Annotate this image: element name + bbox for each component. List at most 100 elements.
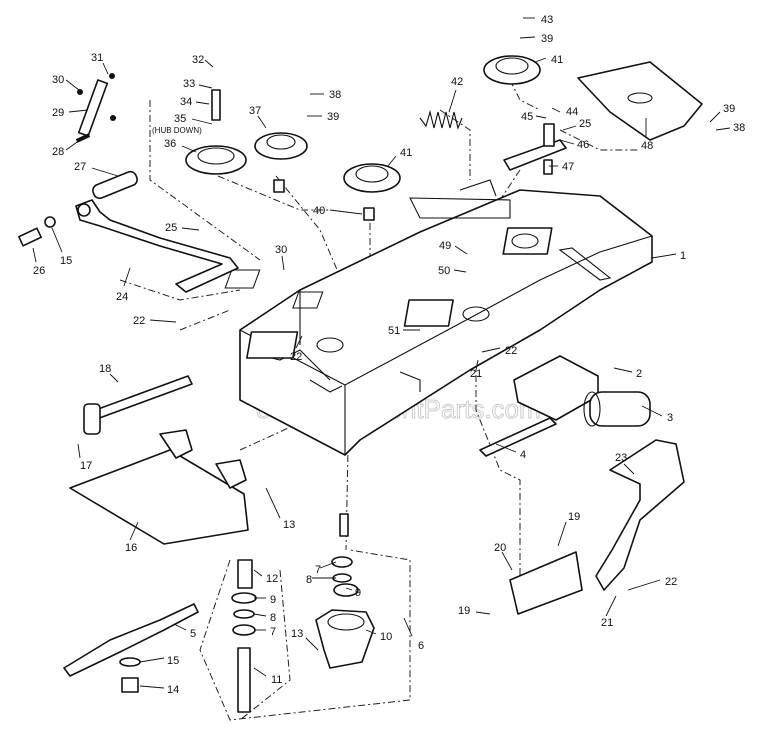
callout-c42: 42 bbox=[451, 76, 463, 88]
callout-c15b: 15 bbox=[167, 655, 179, 667]
leader-line-c28 bbox=[65, 139, 81, 151]
callout-c46: 46 bbox=[577, 139, 589, 151]
leader-line-c41a bbox=[534, 57, 547, 63]
leader-line-c29 bbox=[68, 109, 89, 113]
callout-c19a: 19 bbox=[568, 511, 580, 523]
callout-c5: 5 bbox=[190, 628, 196, 640]
callout-c30b: 30 bbox=[275, 244, 287, 256]
callout-c49: 49 bbox=[439, 240, 451, 252]
hub-down-note: (HUB DOWN) bbox=[152, 126, 202, 135]
callout-c22c: 22 bbox=[505, 345, 517, 357]
callout-c28: 28 bbox=[52, 146, 64, 158]
callout-c21a: 21 bbox=[470, 368, 482, 380]
callout-c34: 34 bbox=[180, 96, 192, 108]
callout-c9b: 9 bbox=[270, 594, 276, 606]
leader-line-c13a bbox=[265, 487, 281, 519]
leader-line-c16 bbox=[129, 521, 139, 541]
leader-line-c22d bbox=[627, 579, 661, 591]
leader-line-c15b bbox=[139, 657, 165, 663]
spring bbox=[419, 109, 463, 130]
leader-line-c30b bbox=[281, 255, 285, 271]
callout-c41a: 41 bbox=[551, 54, 563, 66]
callout-c1: 1 bbox=[680, 250, 686, 262]
blade bbox=[63, 603, 199, 693]
callout-c19b: 19 bbox=[458, 605, 470, 617]
lift-arm bbox=[75, 170, 239, 293]
callout-c18: 18 bbox=[99, 363, 111, 375]
leader-line-c45 bbox=[535, 115, 547, 119]
leader-line-c35 bbox=[191, 118, 213, 125]
callout-c50: 50 bbox=[438, 265, 450, 277]
leader-line-c19b bbox=[475, 611, 491, 615]
callout-c38a: 38 bbox=[329, 89, 341, 101]
leader-line-c2 bbox=[613, 367, 633, 373]
callout-c35: 35 bbox=[174, 113, 186, 125]
callout-c15a: 15 bbox=[60, 255, 72, 267]
leader-line-c40 bbox=[329, 209, 363, 215]
callout-c38b: 38 bbox=[733, 122, 745, 134]
leader-line-c37 bbox=[257, 115, 267, 129]
callout-c41b: 41 bbox=[400, 147, 412, 159]
callout-c25b: 25 bbox=[165, 222, 177, 234]
callout-c48: 48 bbox=[641, 140, 653, 152]
leader-line-c31 bbox=[102, 62, 109, 75]
callout-c27: 27 bbox=[74, 161, 86, 173]
callout-c22d: 22 bbox=[665, 576, 677, 588]
leader-line-c46 bbox=[559, 139, 575, 145]
leader-line-c39c bbox=[709, 111, 721, 123]
leader-line-c42 bbox=[448, 89, 457, 113]
leader-line-c14 bbox=[139, 685, 165, 689]
leader-line-c15a bbox=[51, 227, 63, 253]
leader-line-c22a bbox=[149, 319, 177, 323]
callout-c4: 4 bbox=[520, 449, 526, 461]
leader-line-c24 bbox=[123, 267, 131, 287]
callout-c31: 31 bbox=[91, 52, 103, 64]
callout-c13b: 13 bbox=[291, 628, 303, 640]
leader-line-c3 bbox=[641, 405, 663, 417]
callout-c25a: 25 bbox=[579, 118, 591, 130]
leader-line-c27 bbox=[91, 167, 119, 177]
pulleys bbox=[185, 55, 541, 221]
callout-c9a: 9 bbox=[355, 587, 361, 599]
rod bbox=[83, 375, 193, 435]
spindle-assembly bbox=[231, 513, 375, 713]
callout-c40: 40 bbox=[313, 205, 325, 217]
leader-line-c26 bbox=[32, 247, 37, 263]
callout-c29: 29 bbox=[52, 107, 64, 119]
leader-line-c39a bbox=[519, 36, 536, 39]
leader-line-c22b bbox=[295, 335, 303, 349]
leader-line-c6 bbox=[403, 617, 413, 637]
leader-line-c17 bbox=[77, 443, 81, 459]
leader-line-c13b bbox=[305, 637, 319, 651]
leader-line-c10 bbox=[365, 629, 377, 635]
callout-c37: 37 bbox=[249, 105, 261, 117]
baffle bbox=[69, 429, 249, 545]
callout-c12: 12 bbox=[266, 573, 278, 585]
callout-c2: 2 bbox=[636, 368, 642, 380]
leader-line-c33 bbox=[198, 84, 213, 89]
leader-line-c19a bbox=[557, 521, 567, 547]
callout-c22a: 22 bbox=[133, 315, 145, 327]
leader-line-c8b bbox=[253, 613, 267, 617]
leader-line-c21a bbox=[475, 359, 479, 371]
callout-c14: 14 bbox=[167, 684, 179, 696]
leader-line-c25b bbox=[181, 227, 200, 231]
leader-line-c9a bbox=[345, 587, 353, 591]
callout-c30a: 30 bbox=[52, 74, 64, 86]
callout-c21b: 21 bbox=[601, 617, 613, 629]
callout-c43: 43 bbox=[541, 14, 553, 26]
leader-line-c22c bbox=[481, 347, 501, 353]
leader-line-c34 bbox=[195, 101, 210, 105]
callout-c51: 51 bbox=[388, 325, 400, 337]
deck-shell bbox=[224, 179, 653, 456]
leader-line-c20 bbox=[501, 551, 513, 571]
leader-line-c4 bbox=[495, 443, 517, 453]
leader-line-c21b bbox=[605, 595, 617, 617]
leader-line-c50 bbox=[453, 269, 467, 273]
callout-c33: 33 bbox=[183, 78, 195, 90]
callout-c7a: 7 bbox=[315, 564, 321, 576]
leader-line-c12 bbox=[253, 569, 263, 577]
